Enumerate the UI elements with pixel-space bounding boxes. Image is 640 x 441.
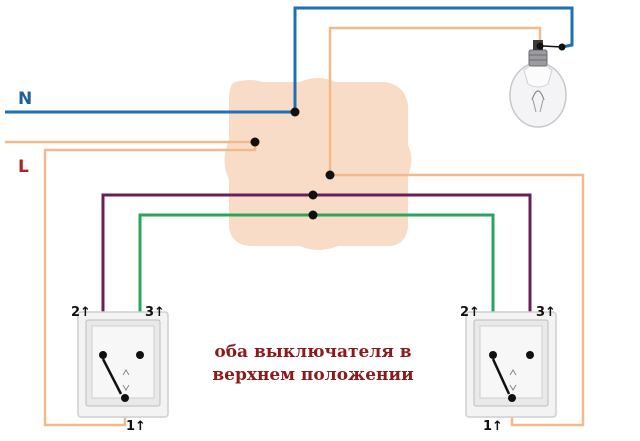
right-terminal-labels: 2↑ 3↑ 1↑ [460,305,556,434]
connection-dot [325,170,335,180]
junction-box [224,78,412,250]
light-bulb-icon [509,40,567,128]
connection-dot [250,137,260,147]
connection-dot [308,210,318,220]
terminal-2-label: 2↑ [71,305,91,320]
left-terminal-labels: 2↑ 3↑ 1↑ [71,305,165,434]
neutral-label: N [18,89,32,109]
connection-dot [290,107,300,117]
terminal-3-label: 3↑ [536,305,556,320]
connection-points [250,107,335,220]
lamp-wire [328,26,585,427]
left-switch-icon [77,311,169,418]
caption-line-1: оба выключателя в [214,342,411,362]
neutral-wire [5,6,574,114]
terminal-1-label: 1↑ [126,419,146,434]
terminal-3-label: 3↑ [145,305,165,320]
terminal-1-label: 1↑ [483,419,503,434]
caption-line-2: верхнем положении [212,365,414,385]
connection-dot [308,190,318,200]
right-switch-icon [465,311,557,418]
line-label: L [18,157,29,177]
terminal-2-label: 2↑ [460,305,480,320]
